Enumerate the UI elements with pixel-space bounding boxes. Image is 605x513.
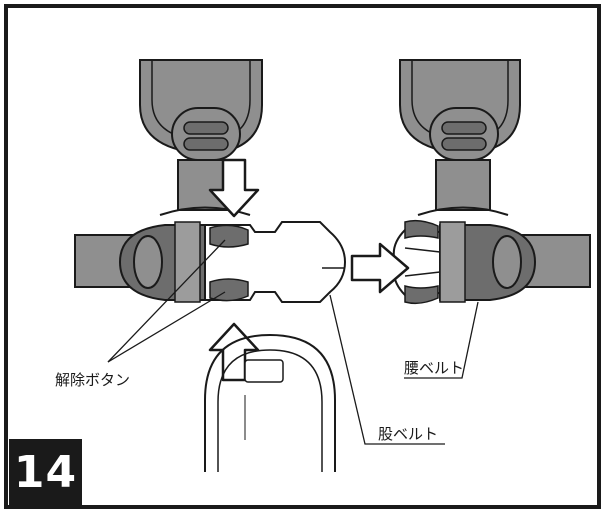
left-buckle-housing: [118, 221, 211, 303]
left-strap-loop: [159, 206, 251, 216]
waist-belt-leader: [404, 301, 479, 379]
crotch-belt-slot: [244, 359, 284, 383]
release-button-top: [209, 224, 249, 248]
right-buckle-housing: [439, 221, 537, 303]
right-shoulder-slider: [429, 107, 499, 161]
right-shoulder-strap-lower: [435, 159, 491, 211]
label-release-button: 解除ボタン: [55, 371, 131, 389]
right-receiver-line-b: [404, 271, 441, 277]
pull-arrow-right: [350, 242, 410, 294]
crotch-belt-leader: [329, 294, 445, 445]
release-button-leader-bottom: [107, 291, 226, 363]
right-strap-loop: [417, 206, 509, 216]
release-button-leader-top: [107, 239, 226, 363]
step-number-badge: 14: [9, 439, 82, 506]
label-crotch-belt: 股ベルト: [378, 425, 439, 443]
right-receiver-tab-top: [404, 219, 439, 239]
outer-border: [4, 4, 601, 509]
crotch-belt-strap-inner: [217, 349, 323, 472]
crotch-belt-strap: [204, 333, 336, 472]
label-waist-belt: 腰ベルト: [404, 359, 465, 377]
left-shoulder-slider: [171, 107, 241, 161]
right-receiver-line-a: [404, 247, 441, 253]
right-receiver-tab-bottom: [404, 285, 439, 305]
press-arrow-down: [208, 158, 260, 218]
